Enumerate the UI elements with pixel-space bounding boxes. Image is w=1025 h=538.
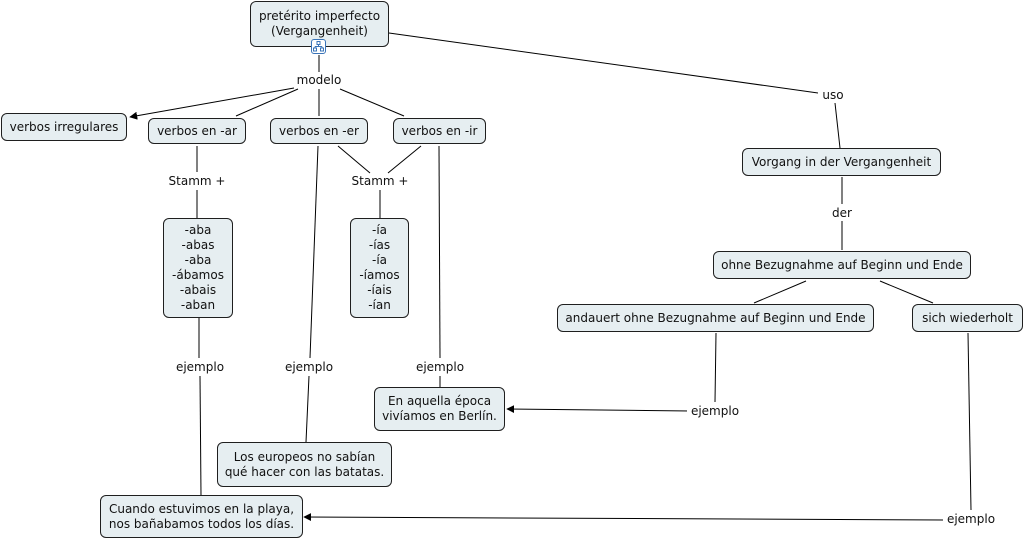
link-label-stamm-er-ir: Stamm +: [347, 174, 413, 188]
link-label-modelo: modelo: [294, 73, 344, 87]
node-line: -ábamos: [172, 268, 224, 282]
node-example-europeos[interactable]: Los europeos no sabían qué hacer con las…: [217, 442, 392, 487]
link-label-ejemplo: ejemplo: [412, 360, 468, 374]
node-ohne-bezugnahme[interactable]: ohne Bezugnahme auf Beginn und Ende: [713, 251, 971, 279]
node-line: nos bañabamos todos los días.: [108, 516, 295, 531]
node-example-epoca[interactable]: En aquella época vivíamos en Berlín.: [374, 387, 505, 431]
node-line: qué hacer con las batatas.: [224, 464, 385, 479]
node-line: -aban: [180, 298, 216, 312]
node-line: (Vergangenheit): [271, 24, 368, 38]
node-vorgang[interactable]: Vorgang in der Vergangenheit: [742, 148, 941, 176]
node-line: -abais: [179, 283, 217, 297]
concept-map-icon[interactable]: [311, 39, 326, 54]
node-line: -ía: [371, 253, 388, 267]
node-line: Los europeos no sabían: [233, 449, 376, 464]
node-andauert[interactable]: andauert ohne Bezugnahme auf Beginn und …: [557, 304, 874, 332]
node-verbos-en-ar[interactable]: verbos en -ar: [148, 118, 246, 144]
node-verbos-en-ir[interactable]: verbos en -ir: [393, 118, 486, 144]
node-preterito-imperfecto[interactable]: pretérito imperfecto (Vergangenheit): [250, 1, 389, 47]
node-line: -aba: [184, 253, 212, 267]
node-line: sich wiederholt: [922, 310, 1013, 325]
link-label-ejemplo: ejemplo: [687, 404, 743, 418]
node-endings-ar[interactable]: -aba -abas -aba -ábamos -abais -aban: [163, 218, 233, 318]
node-line: verbos en -ar: [157, 123, 237, 138]
node-line: vivíamos en Berlín.: [382, 409, 497, 423]
node-verbos-en-er[interactable]: verbos en -er: [270, 118, 368, 144]
node-line: -ía: [371, 223, 388, 237]
node-line: -íais: [367, 283, 392, 297]
node-line: verbos irregulares: [9, 119, 119, 134]
link-label-ejemplo: ejemplo: [172, 360, 228, 374]
node-line: -aba: [184, 223, 212, 237]
node-line: -ían: [368, 298, 391, 312]
node-line: -ías: [368, 238, 391, 252]
link-label-ejemplo: ejemplo: [281, 360, 337, 374]
node-line: andauert ohne Bezugnahme auf Beginn und …: [565, 310, 866, 325]
node-line: -abas: [181, 238, 215, 252]
link-label-stamm-ar: Stamm +: [164, 174, 230, 188]
node-line: verbos en -ir: [401, 123, 478, 138]
node-verbos-irregulares[interactable]: verbos irregulares: [1, 113, 127, 141]
node-line: ohne Bezugnahme auf Beginn und Ende: [721, 257, 963, 272]
node-line: -íamos: [359, 268, 400, 282]
node-line: Cuando estuvimos en la playa,: [108, 501, 295, 516]
node-line: pretérito imperfecto: [258, 9, 381, 23]
node-line: En aquella época: [387, 394, 492, 408]
link-label-der: der: [828, 206, 856, 220]
node-example-playa[interactable]: Cuando estuvimos en la playa, nos bañaba…: [100, 495, 303, 538]
link-label-uso: uso: [818, 88, 848, 102]
node-sich-wiederholt[interactable]: sich wiederholt: [912, 304, 1023, 332]
node-line: Vorgang in der Vergangenheit: [751, 154, 932, 169]
concept-map-icon-glyph: [313, 41, 324, 52]
node-line: verbos en -er: [279, 123, 359, 138]
link-label-ejemplo: ejemplo: [943, 512, 999, 526]
node-endings-er-ir[interactable]: -ía -ías -ía -íamos -íais -ían: [350, 218, 409, 318]
